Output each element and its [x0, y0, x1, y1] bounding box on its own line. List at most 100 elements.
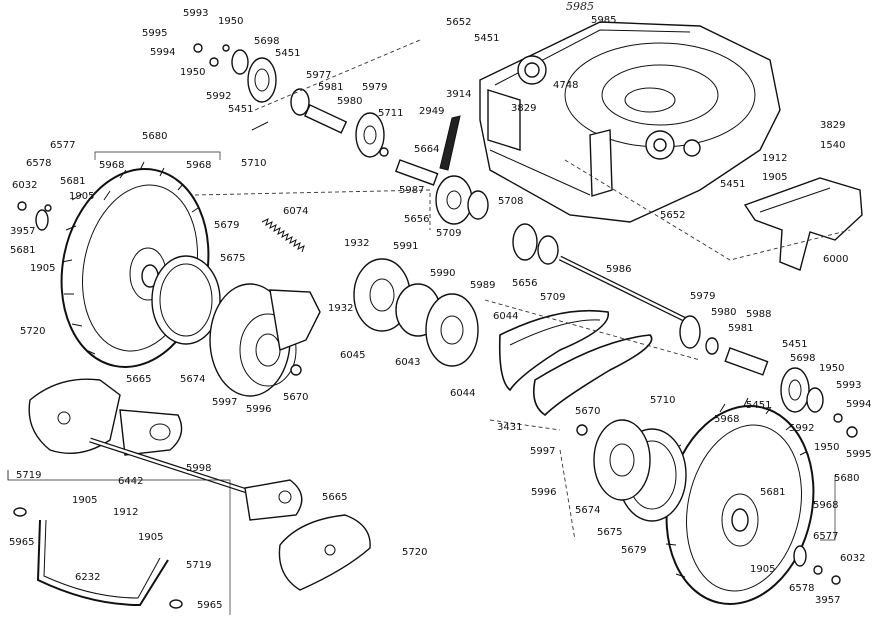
label-5980-top: 5980 — [337, 96, 363, 107]
label-5451-right: 5451 — [720, 179, 746, 190]
label-5680-right: 5680 — [834, 473, 860, 484]
label-5992-top: 5992 — [206, 91, 232, 102]
label-6043: 6043 — [395, 357, 421, 368]
label-5979-right: 5979 — [690, 291, 716, 302]
label-1912-right: 1912 — [762, 153, 788, 164]
label-5711: 5711 — [378, 108, 404, 119]
label-1950-r2: 1950 — [814, 442, 840, 453]
label-5968-r2: 5968 — [813, 500, 839, 511]
label-4748: 4748 — [553, 80, 579, 91]
label-6577-right: 6577 — [813, 531, 839, 542]
label-3829-right: 3829 — [820, 120, 846, 131]
label-1932-b: 1932 — [328, 303, 354, 314]
label-5998: 5998 — [186, 463, 212, 474]
label-5674-right: 5674 — [575, 505, 601, 516]
label-1950-top: 1950 — [218, 16, 244, 27]
drive-axle — [558, 255, 692, 325]
right-hub-parts — [679, 315, 858, 438]
label-1912-c: 1912 — [113, 507, 139, 518]
label-5664: 5664 — [414, 144, 440, 155]
label-5680-top: 5680 — [142, 131, 168, 142]
label-6045: 6045 — [340, 350, 366, 361]
label-5992-right: 5992 — [789, 423, 815, 434]
label-5977: 5977 — [306, 70, 332, 81]
label-5681-b: 5681 — [10, 245, 36, 256]
label-6000: 6000 — [823, 254, 849, 265]
label-1905-b: 1905 — [30, 263, 56, 274]
label-5679-right: 5679 — [621, 545, 647, 556]
label-5656-a: 5656 — [404, 214, 430, 225]
label-5698-top: 5698 — [254, 36, 280, 47]
label-5980-right: 5980 — [711, 307, 737, 318]
label-1905-r3: 1905 — [750, 564, 776, 575]
label-6577-left: 6577 — [50, 140, 76, 151]
label-5719-a: 5719 — [16, 470, 42, 481]
label-5994-right: 5994 — [846, 399, 872, 410]
label-5993-top: 5993 — [183, 8, 209, 19]
label-1540: 1540 — [820, 140, 846, 151]
label-6442: 6442 — [118, 476, 144, 487]
gear-disc-right — [576, 419, 651, 501]
label-5652-mid: 5652 — [660, 210, 686, 221]
spring — [261, 218, 305, 253]
mower-deck — [479, 21, 781, 223]
height-lever — [119, 409, 183, 456]
label-5451-r3: 5451 — [746, 400, 772, 411]
label-5981-right: 5981 — [728, 323, 754, 334]
label-5681-a: 5681 — [60, 176, 86, 187]
rear-bracket — [244, 479, 303, 521]
label-5996-right: 5996 — [531, 487, 557, 498]
label-1905-c: 1905 — [72, 495, 98, 506]
label-5451-top: 5451 — [275, 48, 301, 59]
label-5997-left: 5997 — [212, 397, 238, 408]
label-5720-bottom: 5720 — [402, 547, 428, 558]
gear-disc-left — [209, 283, 321, 397]
label-5451-r2: 5451 — [782, 339, 808, 350]
label-3829-mid: 3829 — [511, 103, 537, 114]
label-5993-right: 5993 — [836, 380, 862, 391]
handle-bar — [13, 507, 183, 609]
label-5709-a: 5709 — [436, 228, 462, 239]
label-1950-top2: 1950 — [180, 67, 206, 78]
label-6232: 6232 — [75, 572, 101, 583]
label-5991: 5991 — [393, 241, 419, 252]
label-3431: 3431 — [497, 422, 523, 433]
label-5656-b: 5656 — [512, 278, 538, 289]
label-5968-a: 5968 — [99, 160, 125, 171]
label-5708: 5708 — [498, 196, 524, 207]
label-5674-left: 5674 — [180, 374, 206, 385]
label-5981-top: 5981 — [318, 82, 344, 93]
drive-belt — [498, 309, 653, 417]
label-5719-b: 5719 — [186, 560, 212, 571]
label-5675-right: 5675 — [597, 527, 623, 538]
clutch-discs — [353, 258, 479, 367]
label-1905-right: 1905 — [762, 172, 788, 183]
label-1932-a: 1932 — [344, 238, 370, 249]
label-2949: 2949 — [419, 106, 445, 117]
label-5698-right: 5698 — [790, 353, 816, 364]
label-5985: 5985 — [591, 15, 617, 26]
label-5709-b: 5709 — [540, 292, 566, 303]
label-5710-right: 5710 — [650, 395, 676, 406]
handwritten-part-note: 5985 — [566, 0, 594, 13]
label-5679-left: 5679 — [214, 220, 240, 231]
label-5988: 5988 — [746, 309, 772, 320]
label-6044-b: 6044 — [450, 388, 476, 399]
label-5665-bottom: 5665 — [322, 492, 348, 503]
label-5720-top: 5720 — [20, 326, 46, 337]
label-5968-b: 5968 — [186, 160, 212, 171]
label-5681-right: 5681 — [760, 487, 786, 498]
label-6032-right: 6032 — [840, 553, 866, 564]
label-1950-right: 1950 — [819, 363, 845, 374]
label-5995-top: 5995 — [142, 28, 168, 39]
label-3914: 3914 — [446, 89, 472, 100]
label-6578-right: 6578 — [789, 583, 815, 594]
center-small-parts — [394, 115, 559, 265]
label-5965-a: 5965 — [9, 537, 35, 548]
label-5986: 5986 — [606, 264, 632, 275]
upper-hub-parts — [193, 43, 389, 158]
label-5710-top: 5710 — [241, 158, 267, 169]
label-5995-right: 5995 — [846, 449, 872, 460]
label-5994-top: 5994 — [150, 47, 176, 58]
